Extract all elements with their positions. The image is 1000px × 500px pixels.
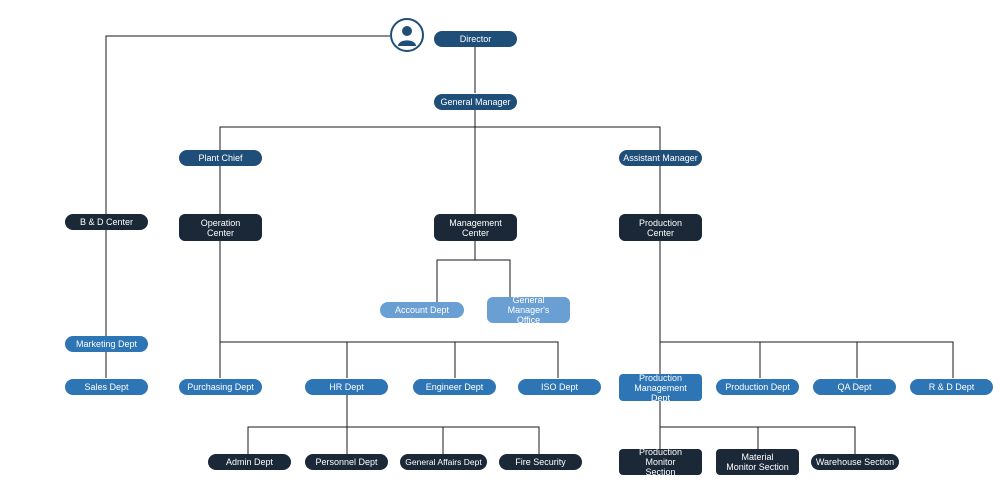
connector-hr-bus (247, 395, 540, 454)
node-general-manager: General Manager (434, 94, 517, 110)
connector-director-bd (105, 35, 390, 214)
node-sales-dept: Sales Dept (65, 379, 148, 395)
node-admin-dept: Admin Dept (208, 454, 291, 470)
node-purchasing-dept: Purchasing Dept (179, 379, 262, 395)
node-hr-dept: HR Dept (305, 379, 388, 395)
connector-prodmgmt-bus (659, 401, 856, 454)
node-account-dept: Account Dept (380, 302, 464, 318)
node-fire-security: Fire Security (499, 454, 582, 470)
node-production-center: Production Center (619, 214, 702, 241)
node-plant-chief: Plant Chief (179, 150, 262, 166)
node-director: Director (434, 31, 517, 47)
node-bd-center: B & D Center (65, 214, 148, 230)
node-material-monitor-section: Material Monitor Section (716, 449, 799, 475)
node-gm-office: General Manager's Office (487, 295, 570, 325)
director-avatar (390, 18, 424, 52)
connector-production-bus (659, 241, 954, 378)
node-marketing-dept: Marketing Dept (65, 336, 148, 352)
node-production-management-dept: Production Management Dept (619, 373, 702, 403)
node-engineer-dept: Engineer Dept (413, 379, 496, 395)
node-warehouse-section: Warehouse Section (811, 454, 899, 470)
node-production-dept: Production Dept (716, 379, 799, 395)
node-personnel-dept: Personnel Dept (305, 454, 388, 470)
node-rd-dept: R & D Dept (910, 379, 993, 395)
user-avatar-icon (398, 26, 416, 46)
node-qa-dept: QA Dept (813, 379, 896, 395)
connector-management-branches (436, 241, 511, 302)
node-operation-center: Operation Center (179, 214, 262, 241)
node-general-affairs-dept: General Affairs Dept (400, 454, 487, 470)
node-production-monitor-section: Production Monitor Section (619, 447, 702, 477)
connector-gm-bus (219, 110, 661, 214)
node-iso-dept: ISO Dept (518, 379, 601, 395)
node-assistant-manager: Assistant Manager (619, 150, 702, 166)
connector-operation-bus (219, 241, 559, 378)
node-management-center: Management Center (434, 214, 517, 241)
